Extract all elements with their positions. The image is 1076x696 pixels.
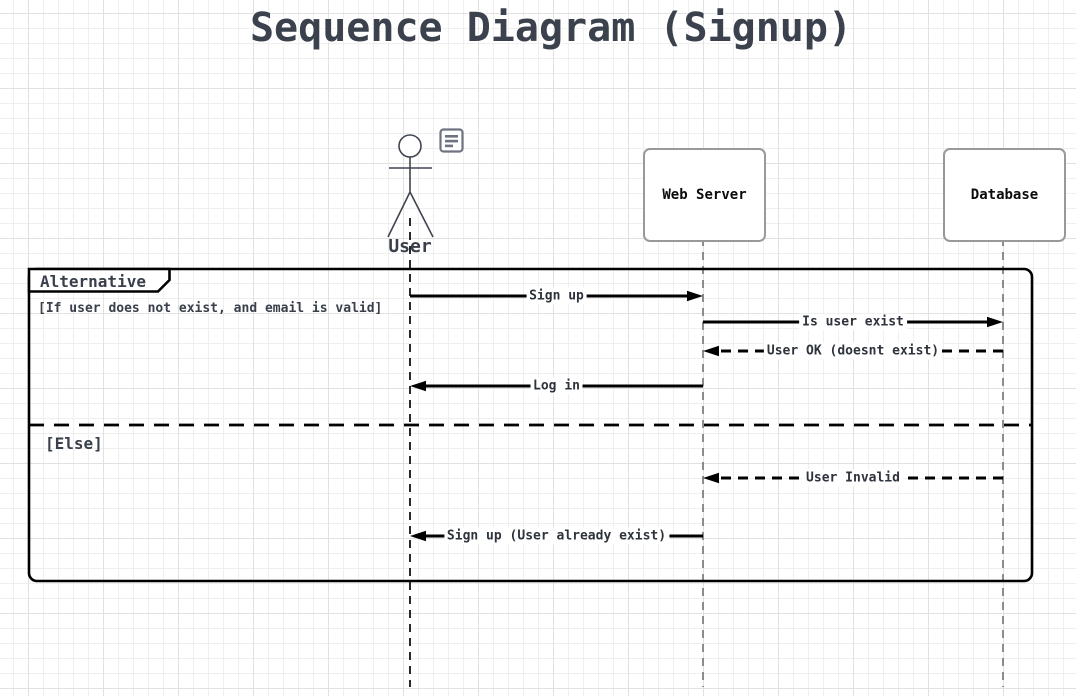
actor-head[interactable] (398, 134, 422, 158)
note-icon-line-2 (445, 139, 458, 143)
participant-database-label: Database (970, 187, 1039, 203)
message-arrowhead-0 (687, 290, 703, 302)
lifeline-layer (409, 218, 1004, 687)
alt-frame-condition-2: [Else] (45, 434, 103, 453)
message-label-log-in[interactable]: Log in (530, 377, 583, 395)
alt-frame-tab[interactable] (27, 267, 171, 293)
actor-left-leg[interactable] (387, 191, 411, 238)
message-label-user-invalid[interactable]: User Invalid (803, 469, 903, 487)
participant-database[interactable]: Database (943, 148, 1066, 242)
message-arrowhead-1 (987, 316, 1003, 328)
message-arrowhead-3 (410, 380, 426, 392)
alt-frame-condition-1: [If user does not exist, and email is va… (38, 301, 383, 316)
note-icon-line-3 (445, 144, 453, 148)
message-label-user-ok[interactable]: User OK (doesnt exist) (763, 342, 943, 360)
actor-user-figure[interactable] (387, 134, 434, 238)
message-label-sign-up[interactable]: Sign up (526, 287, 587, 305)
note-icon-line-1 (445, 135, 458, 138)
diagram-title: Sequence Diagram (Signup) (249, 5, 853, 51)
actor-right-leg[interactable] (409, 191, 434, 238)
message-arrowhead-2 (703, 345, 719, 357)
participant-web-server[interactable]: Web Server (643, 148, 766, 242)
arrow-layer (410, 290, 1003, 542)
message-arrowhead-5 (410, 530, 426, 542)
message-arrowhead-4 (703, 472, 719, 484)
note-icon[interactable] (439, 128, 464, 153)
participant-user-label: User (388, 236, 432, 257)
alt-frame-operator-label: Alternative (40, 272, 146, 291)
message-label-sign-up-already-exist[interactable]: Sign up (User already exist) (443, 527, 670, 545)
message-label-is-user-exist[interactable]: Is user exist (799, 313, 907, 331)
participant-web-server-label: Web Server (662, 187, 747, 203)
